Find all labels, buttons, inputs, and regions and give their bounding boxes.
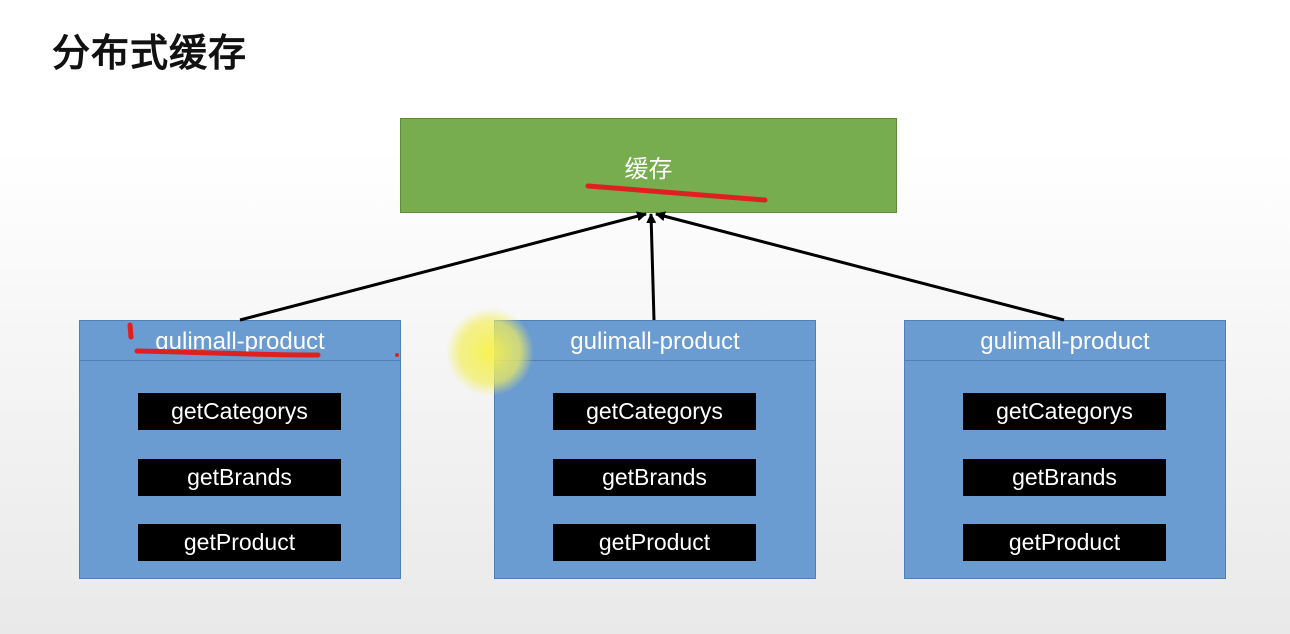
- cache-box: 缓存: [400, 118, 897, 213]
- method-get-brands: getBrands: [138, 459, 341, 496]
- service-name: gulimall-product: [80, 321, 400, 361]
- method-get-product: getProduct: [553, 524, 756, 561]
- method-get-brands: getBrands: [963, 459, 1166, 496]
- service-box-right: gulimall-product getCategorys getBrands …: [904, 320, 1226, 579]
- method-get-product: getProduct: [963, 524, 1166, 561]
- service-name: gulimall-product: [905, 321, 1225, 361]
- service-name: gulimall-product: [495, 321, 815, 361]
- method-get-product: getProduct: [138, 524, 341, 561]
- method-get-categorys: getCategorys: [963, 393, 1166, 430]
- service-box-left: gulimall-product getCategorys getBrands …: [79, 320, 401, 579]
- method-get-brands: getBrands: [553, 459, 756, 496]
- method-get-categorys: getCategorys: [138, 393, 341, 430]
- page-title: 分布式缓存: [52, 31, 248, 75]
- method-get-categorys: getCategorys: [553, 393, 756, 430]
- cache-label: 缓存: [624, 155, 673, 183]
- arrow-middle-to-cache: [646, 213, 657, 321]
- service-box-middle: gulimall-product getCategorys getBrands …: [494, 320, 816, 579]
- arrow-right-to-cache: [655, 211, 1065, 322]
- arrow-left-to-cache: [239, 211, 647, 322]
